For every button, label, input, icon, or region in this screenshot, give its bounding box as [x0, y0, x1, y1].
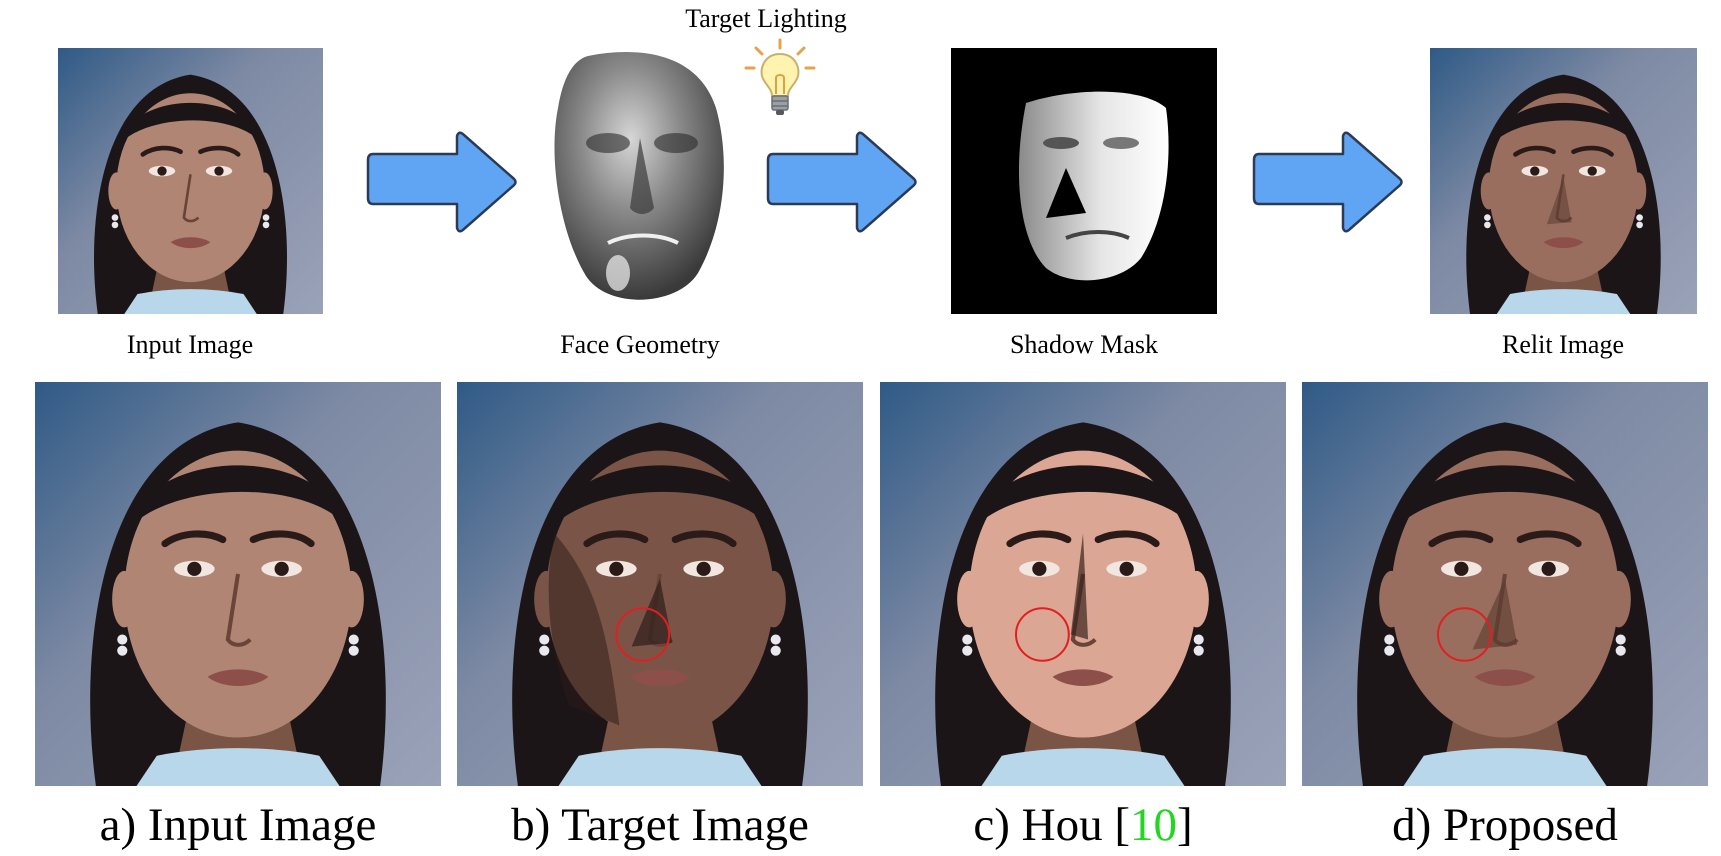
- target-lighting-label: Target Lighting: [685, 4, 847, 33]
- caption-face-geometry: Face Geometry: [560, 330, 720, 359]
- caption-d-proposed: d) Proposed: [1392, 799, 1618, 851]
- caption-c-suffix: ]: [1176, 799, 1193, 851]
- right-arrow-icon: [765, 128, 920, 236]
- face-geometry-image: [548, 48, 733, 313]
- light-bulb-icon: [742, 38, 818, 120]
- caption-relit-image: Relit Image: [1501, 330, 1624, 359]
- input-image-thumbnail: [58, 48, 323, 314]
- panel-hou-result: [880, 382, 1286, 786]
- caption-b-target-image: b) Target Image: [511, 799, 809, 851]
- citation-link[interactable]: 10: [1129, 799, 1177, 851]
- caption-c-hou: c) Hou [10]: [873, 797, 1293, 853]
- caption-a-input-image: a) Input Image: [99, 799, 377, 851]
- highlight-circle: [1436, 607, 1492, 662]
- panel-input-image: [35, 382, 441, 786]
- caption-shadow-mask: Shadow Mask: [1009, 330, 1159, 359]
- panel-target-image: [457, 382, 863, 786]
- relit-image-thumbnail: [1430, 48, 1697, 314]
- caption-input-image: Input Image: [126, 330, 254, 359]
- shadow-mask-image: [951, 48, 1217, 314]
- highlight-circle: [615, 607, 671, 662]
- right-arrow-icon: [1251, 128, 1406, 236]
- highlight-circle: [1014, 607, 1070, 662]
- caption-c-prefix: c) Hou [: [973, 799, 1130, 851]
- panel-proposed-result: [1302, 382, 1708, 786]
- right-arrow-icon: [365, 128, 520, 236]
